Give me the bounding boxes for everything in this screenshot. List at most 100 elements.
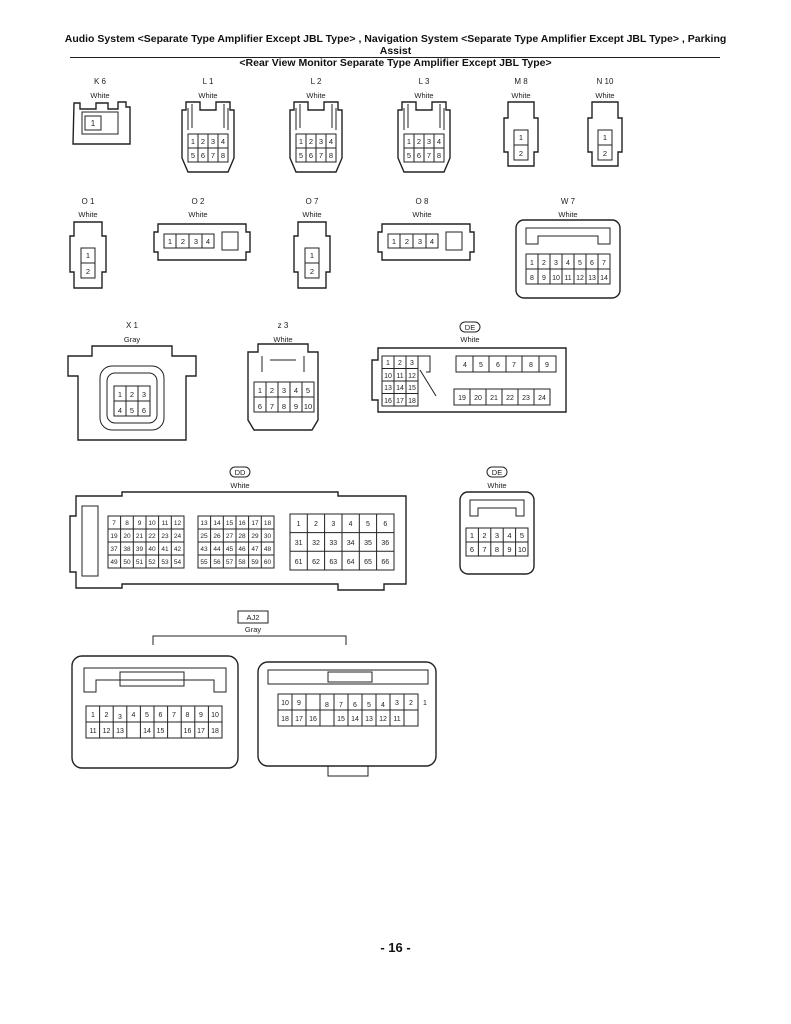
svg-text:47: 47 [251, 546, 259, 553]
svg-text:1: 1 [407, 137, 411, 146]
svg-text:1: 1 [530, 260, 534, 267]
svg-text:20: 20 [123, 533, 131, 540]
svg-text:10: 10 [518, 545, 526, 554]
svg-text:6: 6 [496, 362, 500, 369]
svg-text:18: 18 [211, 728, 219, 735]
svg-text:9: 9 [545, 362, 549, 369]
svg-text:3: 3 [495, 531, 499, 540]
connector-code: N 10 [597, 77, 614, 86]
svg-text:1: 1 [91, 712, 95, 719]
svg-text:2: 2 [417, 137, 421, 146]
svg-text:2: 2 [201, 137, 205, 146]
svg-text:4: 4 [566, 260, 570, 267]
svg-text:10: 10 [384, 373, 392, 380]
svg-text:54: 54 [174, 559, 182, 566]
svg-text:17: 17 [251, 520, 259, 527]
connector-code: L 3 [419, 77, 430, 86]
svg-text:8: 8 [530, 275, 534, 282]
svg-text:3: 3 [118, 714, 122, 721]
svg-text:4: 4 [437, 137, 441, 146]
svg-text:55: 55 [200, 559, 208, 566]
svg-text:1: 1 [86, 251, 90, 260]
svg-text:14: 14 [143, 728, 151, 735]
connector-N10: N 10 White 1 2 [587, 77, 623, 167]
svg-text:1: 1 [191, 137, 195, 146]
svg-text:11: 11 [396, 373, 403, 380]
svg-text:15: 15 [337, 716, 345, 723]
svg-text:5: 5 [407, 151, 411, 160]
svg-text:46: 46 [238, 546, 246, 553]
connector-color: White [558, 210, 577, 219]
svg-text:56: 56 [213, 559, 221, 566]
svg-text:1: 1 [118, 390, 122, 399]
connector-color: Gray [124, 335, 141, 344]
svg-text:7: 7 [270, 402, 274, 411]
svg-text:4: 4 [381, 702, 385, 709]
svg-text:23: 23 [522, 395, 530, 402]
svg-text:15: 15 [226, 520, 234, 527]
svg-text:3: 3 [331, 521, 335, 528]
connector-O7: O 7 White 12 [293, 197, 331, 289]
svg-text:3: 3 [395, 700, 399, 707]
svg-text:6: 6 [142, 406, 146, 415]
connector-code: DE [465, 323, 475, 332]
svg-text:3: 3 [410, 360, 414, 367]
connector-K6: K 6 White 1 [72, 77, 131, 145]
svg-text:4: 4 [349, 521, 353, 528]
svg-text:13: 13 [116, 728, 124, 735]
svg-text:5: 5 [130, 406, 134, 415]
svg-text:3: 3 [554, 260, 558, 267]
connector-color: White [273, 335, 292, 344]
svg-text:12: 12 [576, 275, 584, 282]
svg-text:17: 17 [396, 398, 404, 405]
svg-text:10: 10 [148, 520, 156, 527]
svg-text:2: 2 [105, 712, 109, 719]
connector-code: O 1 [82, 197, 95, 206]
svg-text:7: 7 [339, 702, 343, 709]
svg-text:2: 2 [130, 390, 134, 399]
svg-text:5: 5 [366, 521, 370, 528]
connector-color: White [460, 335, 479, 344]
svg-text:5: 5 [367, 702, 371, 709]
svg-text:4: 4 [206, 237, 210, 246]
connector-color: White [595, 91, 614, 100]
svg-text:36: 36 [381, 540, 389, 547]
connector-code: DD [235, 468, 246, 477]
svg-text:2: 2 [310, 267, 314, 276]
svg-text:12: 12 [174, 520, 182, 527]
svg-text:7: 7 [602, 260, 606, 267]
svg-text:2: 2 [409, 700, 413, 707]
svg-text:4: 4 [430, 237, 434, 246]
svg-text:5: 5 [306, 386, 310, 395]
svg-text:14: 14 [213, 520, 221, 527]
svg-text:1: 1 [423, 700, 427, 707]
svg-text:15: 15 [408, 385, 416, 392]
connector-color: White [412, 210, 431, 219]
connector-code: L 1 [203, 77, 214, 86]
svg-text:2: 2 [405, 237, 409, 246]
svg-text:4: 4 [294, 386, 298, 395]
svg-text:8: 8 [329, 151, 333, 160]
svg-text:2: 2 [603, 149, 607, 158]
svg-text:2: 2 [314, 521, 318, 528]
svg-text:2: 2 [519, 149, 523, 158]
svg-text:5: 5 [299, 151, 303, 160]
connector-color: White [511, 91, 530, 100]
svg-text:4: 4 [132, 712, 136, 719]
svg-text:16: 16 [238, 520, 246, 527]
svg-text:1: 1 [299, 137, 303, 146]
svg-text:23: 23 [161, 533, 169, 540]
svg-text:1: 1 [603, 133, 607, 142]
connector-code: z 3 [278, 321, 289, 330]
svg-text:9: 9 [507, 545, 511, 554]
svg-text:7: 7 [319, 151, 323, 160]
svg-text:66: 66 [381, 559, 389, 566]
svg-text:2: 2 [398, 360, 402, 367]
svg-text:26: 26 [213, 533, 221, 540]
connector-code: O 2 [192, 197, 205, 206]
